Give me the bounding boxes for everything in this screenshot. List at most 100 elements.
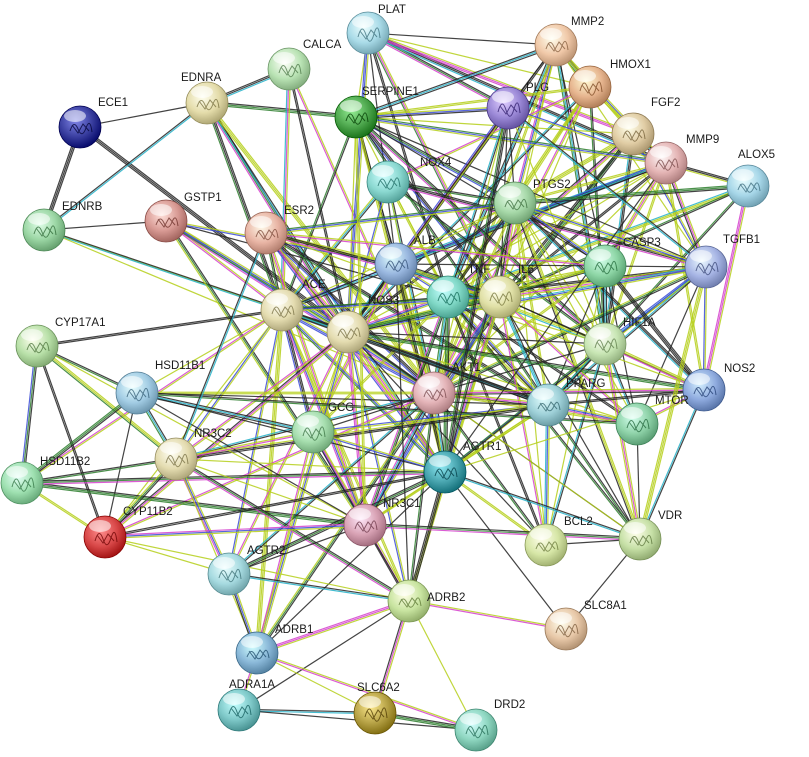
edge-mmp9-agtr1 <box>444 162 667 473</box>
node-plg[interactable]: PLG <box>486 82 549 130</box>
node-hif1a[interactable]: HIF1A <box>583 317 656 366</box>
edge-esr2-tnf <box>265 232 449 298</box>
node-label: MMP9 <box>686 134 719 146</box>
node-vdr[interactable]: VDR <box>618 510 682 561</box>
edge-adrb2-drd2 <box>408 600 477 731</box>
node-hmox1[interactable]: HMOX1 <box>568 59 651 109</box>
node-hsd11b1[interactable]: HSD11B1 <box>115 360 205 415</box>
protein-structure-icon <box>398 597 422 608</box>
protein-structure-icon <box>69 122 93 135</box>
edge-gstp1-nos3 <box>164 219 350 334</box>
edge-ptgs2-mtor <box>514 202 638 425</box>
node-nr3c2[interactable]: NR3C2 <box>154 428 232 481</box>
node-calca[interactable]: CALCA <box>267 39 342 91</box>
node-slc6a2[interactable]: SLC6A2 <box>353 682 400 735</box>
node-highlight <box>352 16 374 28</box>
edge-agtr1-slc8a1 <box>444 471 567 630</box>
node-nox4[interactable]: NOX4 <box>366 157 452 204</box>
node-adrb1[interactable]: ADRB1 <box>235 624 313 675</box>
node-ace[interactable]: ACE <box>260 279 326 332</box>
protein-structure-icon <box>693 385 717 398</box>
edge-cyp17a1-nr3c1 <box>36 345 366 526</box>
node-agtr1[interactable]: AGTR1 <box>423 441 501 494</box>
node-cyp11b2[interactable]: CYP11B2 <box>83 506 173 559</box>
edge-plat-mmp2 <box>367 32 557 46</box>
node-serpine1[interactable]: SERPINE1 <box>334 86 419 139</box>
node-nr3c1[interactable]: NR3C1 <box>343 498 421 547</box>
node-label: CALCA <box>303 39 342 51</box>
edge-plg-akt1 <box>433 107 509 394</box>
node-highlight <box>359 696 381 708</box>
node-agtr2[interactable]: AGTR2 <box>207 545 285 596</box>
node-gstp1[interactable]: GSTP1 <box>144 192 222 243</box>
node-ptgs2[interactable]: PTGS2 <box>493 179 571 225</box>
edge-mmp9-akt1 <box>433 162 667 394</box>
node-highlight <box>160 442 182 454</box>
node-casp3[interactable]: CASP3 <box>583 237 661 288</box>
node-drd2[interactable]: DRD2 <box>454 699 525 752</box>
edge-plat-alb <box>367 32 397 265</box>
node-hsd11b2[interactable]: HSD11B2 <box>0 456 90 505</box>
node-highlight <box>223 693 245 705</box>
node-tgfb1[interactable]: TGFB1 <box>684 234 760 289</box>
node-ednrb[interactable]: EDNRB <box>22 201 103 252</box>
edge-cyp17a1-hsd11b2 <box>19 345 40 484</box>
node-slc8a1[interactable]: SLC8A1 <box>544 600 627 651</box>
protein-structure-icon <box>278 63 302 78</box>
node-pparg[interactable]: PPARG <box>526 378 605 427</box>
node-label: PLG <box>526 82 549 94</box>
node-cyp17a1[interactable]: CYP17A1 <box>15 317 106 368</box>
node-highlight <box>690 250 712 262</box>
node-adrb2[interactable]: ADRB2 <box>387 579 465 623</box>
node-plat[interactable]: PLAT <box>346 4 406 55</box>
node-il6[interactable]: IL6 <box>478 264 534 319</box>
node-label: ADRA1A <box>229 679 275 691</box>
node-tnf[interactable]: TNF <box>426 264 490 319</box>
protein-structure-icon <box>246 649 270 660</box>
node-ednra[interactable]: EDNRA <box>181 72 229 125</box>
edge-serpine1-il6 <box>354 115 502 299</box>
edge-nr3c2-esr2 <box>174 232 268 460</box>
node-highlight <box>530 528 552 540</box>
node-nos2[interactable]: NOS2 <box>682 363 755 412</box>
edge-nos2-agtr1 <box>444 389 705 473</box>
node-label: PPARG <box>566 378 605 390</box>
edge-hsd11b1-cyp11b2 <box>104 392 138 538</box>
protein-structure-icon <box>594 338 618 353</box>
node-alox5[interactable]: ALOX5 <box>726 149 775 208</box>
node-mtor[interactable]: MTOR <box>615 395 689 446</box>
edge-nos2-vdr <box>638 389 706 540</box>
node-highlight <box>589 327 611 339</box>
node-alb[interactable]: ALB <box>374 235 436 286</box>
edge-plat-hmox1 <box>367 32 591 88</box>
node-esr2[interactable]: ESR2 <box>244 205 314 255</box>
node-ece1[interactable]: ECE1 <box>58 97 128 149</box>
edge-ece1-ednra <box>79 102 208 128</box>
node-highlight <box>266 293 288 305</box>
node-label: ESR2 <box>284 205 314 217</box>
node-highlight <box>499 186 521 198</box>
node-label: PTGS2 <box>533 179 571 191</box>
edge-serpine1-ace <box>280 116 358 311</box>
node-mmp9[interactable]: MMP9 <box>644 134 719 185</box>
node-fgf2[interactable]: FGF2 <box>611 97 680 156</box>
edge-gcg-adrb1 <box>255 431 315 654</box>
edge-ptgs2-agtr1 <box>443 202 517 473</box>
node-gcg[interactable]: GCG <box>291 402 354 454</box>
node-akt1[interactable]: AKT1 <box>412 362 481 415</box>
edge-plg-agtr1 <box>442 107 511 473</box>
node-highlight <box>241 636 263 648</box>
node-label: ADRB2 <box>427 592 465 604</box>
edge-cyp11b2-agtr2 <box>104 536 230 575</box>
node-adra1a[interactable]: ADRA1A <box>217 679 275 732</box>
protein-structure-icon <box>337 327 361 340</box>
node-mmp2[interactable]: MMP2 <box>534 16 604 67</box>
node-nos3[interactable]: NOS3 <box>326 295 399 354</box>
node-highlight <box>540 28 562 40</box>
edge-hif1a-vdr <box>602 343 643 540</box>
edge-tgfb1-mtor <box>636 266 707 425</box>
protein-structure-icon <box>271 305 295 318</box>
node-highlight <box>688 373 710 385</box>
edge-esr2-casp3 <box>265 231 606 268</box>
node-bcl2[interactable]: BCL2 <box>524 516 593 567</box>
